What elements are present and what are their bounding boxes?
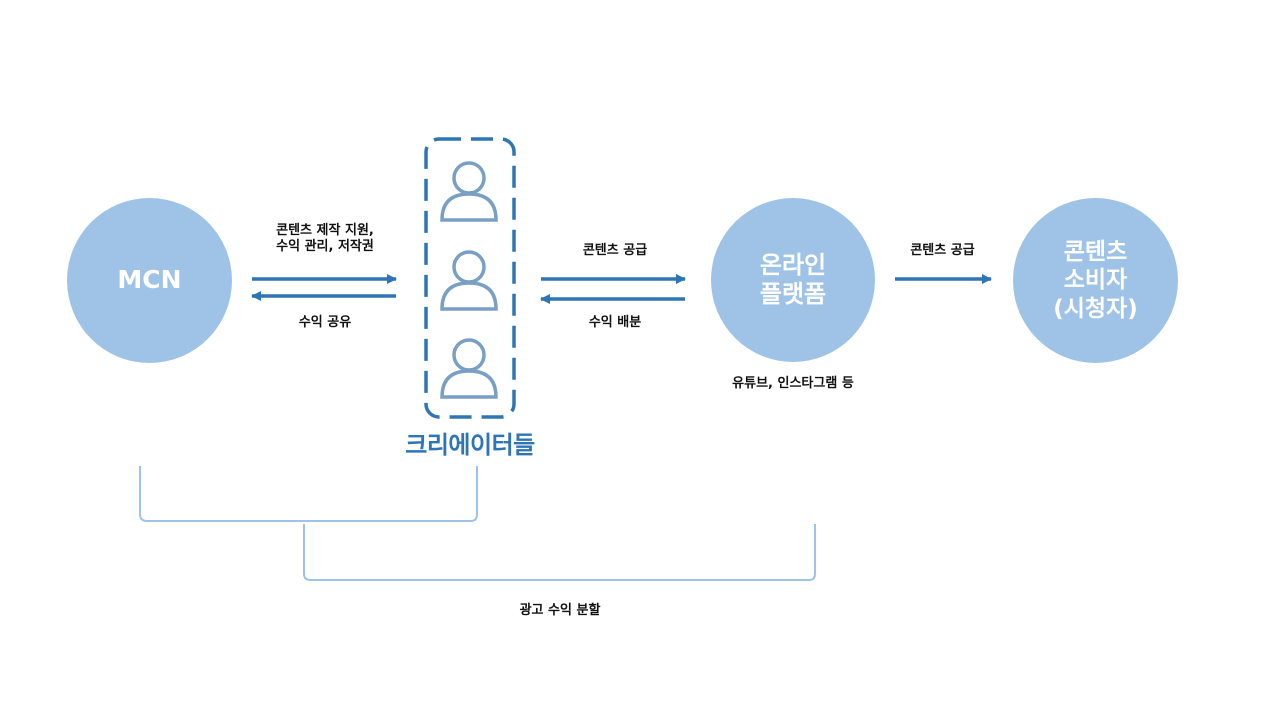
person-icon: [440, 250, 498, 311]
bracket-ad-revenue: [303, 524, 816, 581]
ad-revenue-label: 광고 수익 분할: [519, 603, 601, 618]
bracket-mcn-creators: [139, 466, 478, 522]
person-icon: [440, 161, 498, 222]
node-platform: 온라인 플랫폼: [711, 198, 875, 362]
node-mcn-label: MCN: [117, 265, 182, 295]
edge-label-platform-to-creators: 수익 배분: [588, 315, 642, 330]
creators-caption: 크리에이터들: [405, 431, 535, 459]
node-consumer: 콘텐츠 소비자 (시청자): [1013, 198, 1178, 363]
edge-label-creators-to-mcn: 수익 공유: [298, 315, 352, 330]
person-icon: [440, 338, 498, 399]
edge-label-platform-to-consumer: 콘텐츠 공급: [910, 243, 975, 258]
platform-examples-note: 유튜브, 인스타그램 등: [732, 376, 854, 391]
node-consumer-label: 콘텐츠 소비자 (시청자): [1053, 239, 1138, 322]
node-mcn: MCN: [67, 198, 232, 363]
edge-label-mcn-to-creators: 콘텐츠 제작 지원, 수익 관리, 저작권: [276, 223, 374, 255]
node-platform-label: 온라인 플랫폼: [759, 250, 827, 308]
creators-group-box: [424, 137, 516, 419]
edge-label-creators-to-platform: 콘텐츠 공급: [582, 243, 648, 258]
